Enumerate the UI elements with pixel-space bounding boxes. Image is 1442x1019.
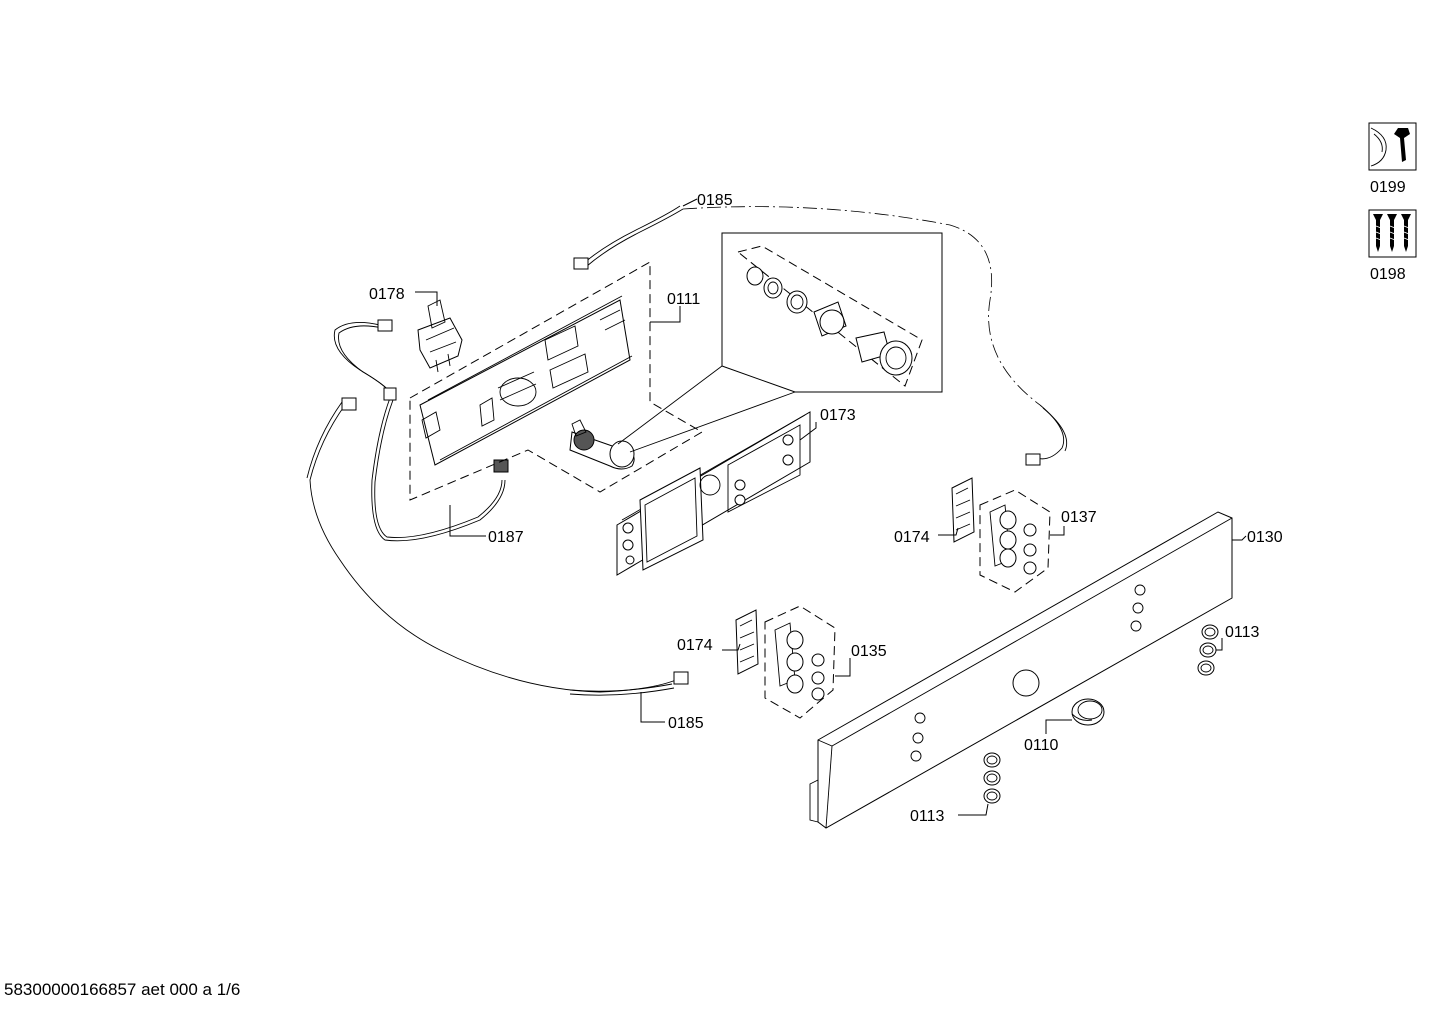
- cable-0185-bottom: [569, 671, 689, 696]
- detail-inset: [721, 232, 943, 393]
- label-0178: 0178: [369, 286, 405, 303]
- part-0110-knob: [1071, 698, 1105, 726]
- part-encoder: [569, 419, 635, 470]
- label-0135: 0135: [851, 643, 887, 660]
- label-0185-bottom: 0185: [668, 715, 704, 732]
- label-0198: 0198: [1370, 266, 1406, 283]
- document-footer: 58300000166857 aet 000 a 1/6: [4, 980, 241, 999]
- label-0173: 0173: [820, 407, 856, 424]
- label-0111: 0111: [667, 291, 700, 308]
- wrench-icon: [1368, 122, 1417, 171]
- part-0113-right: [1197, 624, 1219, 676]
- label-0130: 0130: [1247, 529, 1283, 546]
- screws-icon: [1368, 209, 1417, 258]
- part-0137-buttons: [979, 489, 1051, 593]
- part-0135-buttons: [764, 605, 836, 719]
- label-0187: 0187: [488, 529, 524, 546]
- label-0113-right: 0113: [1225, 624, 1260, 641]
- label-0113-bottom: 0113: [910, 808, 945, 825]
- part-0113-bottom: [983, 752, 1001, 804]
- label-0199: 0199: [1370, 179, 1406, 196]
- label-0185-top: 0185: [697, 192, 733, 209]
- part-0111-frame: [409, 261, 703, 501]
- part-0173-panel: [616, 411, 811, 576]
- harness-0187: [306, 319, 677, 693]
- part-0174-lower: [735, 609, 759, 675]
- label-0174-lower: 0174: [677, 637, 713, 654]
- part-0174-upper: [951, 477, 975, 543]
- part-0178: [417, 299, 463, 373]
- label-0110: 0110: [1024, 737, 1059, 754]
- cable-0185-top: [573, 205, 1068, 466]
- label-0137: 0137: [1061, 509, 1097, 526]
- label-0174-upper: 0174: [894, 529, 930, 546]
- part-0130-fascia: [809, 511, 1233, 829]
